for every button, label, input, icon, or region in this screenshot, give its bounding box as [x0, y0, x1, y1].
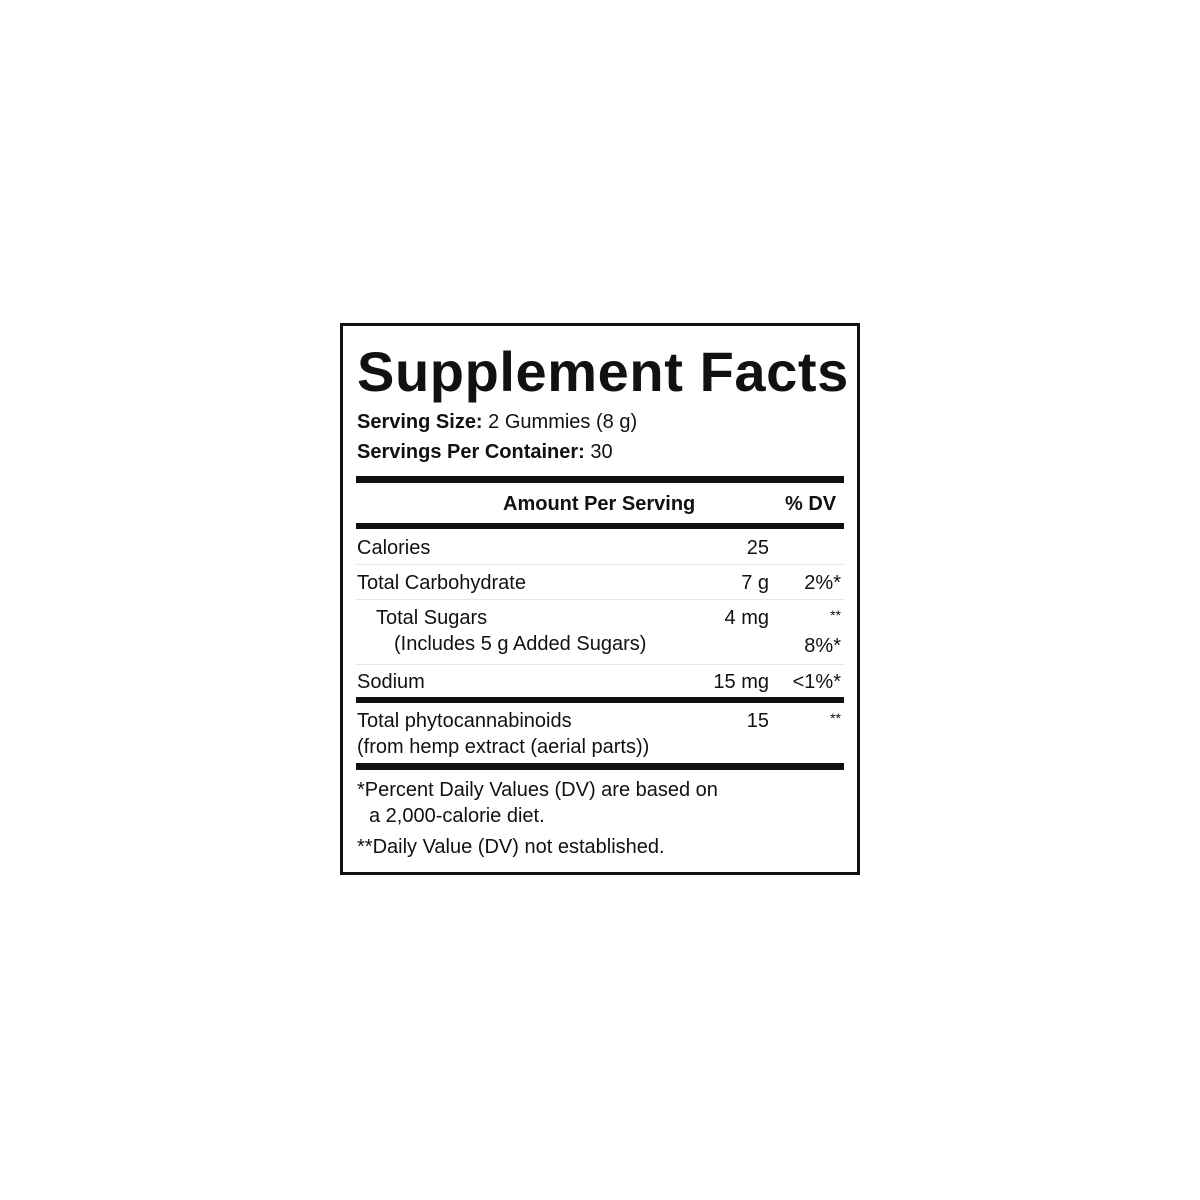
nutrient-name-added-sugars: (Includes 5 g Added Sugars)	[394, 633, 647, 655]
serving-size-value: 2 Gummies (8 g)	[488, 411, 638, 433]
nutrient-name-phytocannabinoids: Total phytocannabinoids	[357, 710, 572, 732]
footnote-dv-basis-line1: *Percent Daily Values (DV) are based on	[357, 779, 718, 801]
row-divider	[356, 564, 844, 565]
nutrient-amount-sugars: 4 mg	[724, 607, 769, 629]
medium-divider	[356, 523, 844, 529]
medium-divider	[356, 697, 844, 703]
nutrient-name-carbohydrate: Total Carbohydrate	[357, 572, 526, 594]
nutrient-name-calories: Calories	[357, 537, 431, 559]
header-amount-per-serving: Amount Per Serving	[503, 493, 696, 515]
serving-size: Serving Size: 2 Gummies (8 g)	[357, 410, 637, 434]
footnote-dv-basis-line2: a 2,000-calorie diet.	[369, 805, 545, 827]
nutrient-dv-sodium: <1%*	[792, 671, 841, 693]
nutrient-source-phytocannabinoids: (from hemp extract (aerial parts))	[357, 736, 650, 758]
panel-title: Supplement Facts	[357, 340, 849, 403]
row-divider	[356, 664, 844, 665]
nutrient-amount-carbohydrate: 7 g	[741, 572, 769, 594]
nutrient-dv-sugars: **	[830, 607, 841, 623]
nutrient-dv-carbohydrate: 2%*	[804, 572, 841, 594]
nutrient-name-sugars: Total Sugars	[376, 607, 488, 629]
nutrient-amount-sodium: 15 mg	[713, 671, 769, 693]
nutrient-dv-phytocannabinoids: **	[830, 710, 841, 726]
servings-per-container: Servings Per Container: 30	[357, 440, 613, 464]
footnote-dv-not-established: **Daily Value (DV) not established.	[357, 836, 665, 858]
servings-value: 30	[590, 441, 613, 463]
nutrient-dv-added-sugars: 8%*	[804, 635, 841, 657]
header-dv: % DV	[785, 493, 837, 515]
nutrient-name-sodium: Sodium	[357, 671, 425, 693]
supplement-facts-panel: Supplement Facts Serving Size: 2 Gummies…	[340, 323, 860, 875]
thick-divider	[356, 763, 844, 770]
thick-divider	[356, 476, 844, 483]
servings-label: Servings Per Container:	[357, 441, 585, 463]
nutrient-amount-phytocannabinoids: 15	[746, 710, 769, 732]
nutrient-amount-calories: 25	[746, 537, 769, 559]
row-divider	[356, 599, 844, 600]
serving-size-label: Serving Size:	[357, 411, 483, 433]
